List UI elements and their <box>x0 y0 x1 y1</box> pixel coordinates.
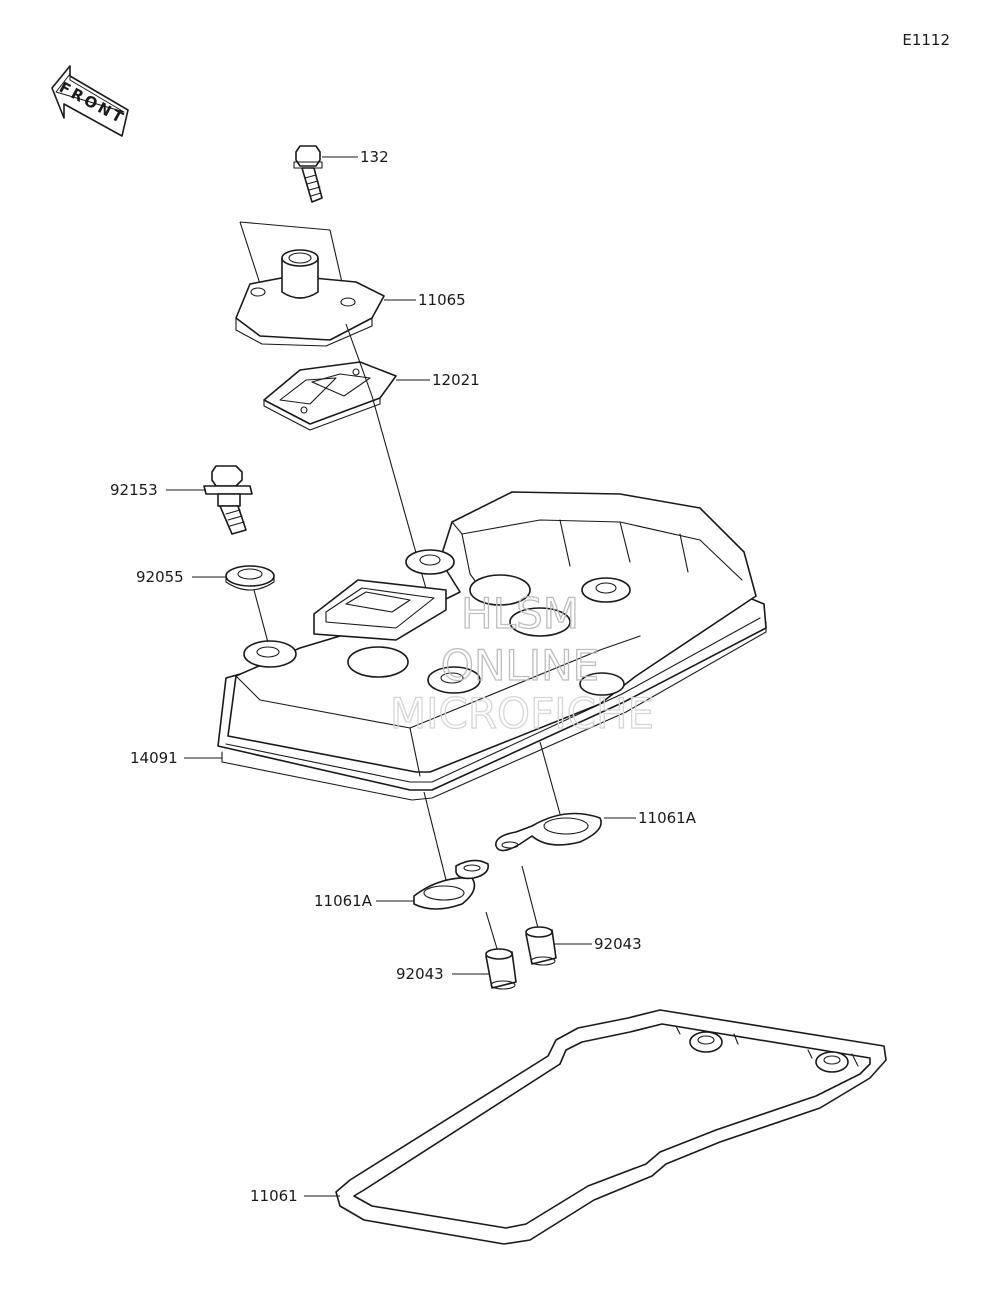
part-label-11061a-right: 11061A <box>638 809 697 827</box>
part-label-92153: 92153 <box>110 481 158 499</box>
part-label-11065: 11065 <box>418 291 466 309</box>
breather-cover-11065 <box>235 249 385 347</box>
watermark-line-2: ONLINE <box>441 641 599 690</box>
part-label-92043-left: 92043 <box>396 965 444 983</box>
watermark: HLSM ONLINE MICROFICHE <box>389 588 654 738</box>
watermark-line-1: HLSM <box>461 589 579 638</box>
front-arrow-icon: FRONT <box>51 65 129 137</box>
part-label-132: 132 <box>360 148 389 166</box>
cylinder-head-cover-14091 <box>217 491 767 801</box>
plug-gasket-11061a-left <box>413 859 490 910</box>
dowel-92043-left <box>485 948 517 990</box>
part-label-14091: 14091 <box>130 749 178 767</box>
watermark-line-3: MICROFICHE <box>390 689 654 738</box>
part-label-11061: 11061 <box>250 1187 298 1205</box>
washer-92055 <box>225 565 275 591</box>
plug-gasket-11061a-right <box>495 812 602 852</box>
bolt-92153 <box>203 465 253 535</box>
part-label-92055: 92055 <box>136 568 184 586</box>
bolt-132 <box>293 145 323 203</box>
head-cover-gasket-11061 <box>335 1009 887 1245</box>
part-label-11061a-left: 11061A <box>314 892 373 910</box>
part-label-12021: 12021 <box>432 371 480 389</box>
reed-plate-12021 <box>263 361 397 431</box>
part-label-92043-right: 92043 <box>594 935 642 953</box>
dowel-92043-right <box>525 926 557 966</box>
diagram-code: E1112 <box>902 31 950 49</box>
